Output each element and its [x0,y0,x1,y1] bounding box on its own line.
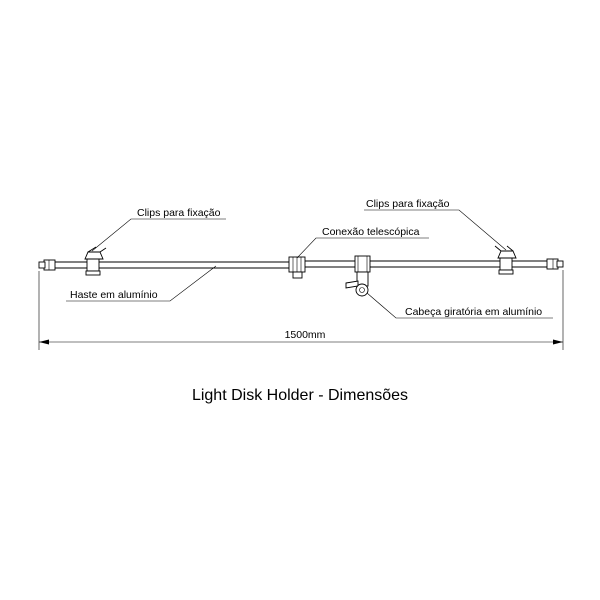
telescopic-connection [288,256,306,279]
leader-lines [66,209,553,319]
drawing-title: Light Disk Holder - Dimensões [192,387,408,404]
label-rotating-head: Cabeça giratória em alumínio [405,306,542,318]
right-clip [494,245,517,275]
label-clips-left: Clips para fixação [137,207,221,219]
dimension-label: 1500mm [285,329,326,341]
left-end-cap [38,259,56,271]
right-end-cap [546,258,564,270]
label-aluminium-rod: Haste em alumínio [70,289,158,301]
left-clip [84,246,107,276]
label-telescopic-connection: Conexão telescópica [322,226,420,238]
label-clips-right: Clips para fixação [366,198,450,210]
rotating-head [345,255,371,297]
dimension-line [38,270,564,350]
